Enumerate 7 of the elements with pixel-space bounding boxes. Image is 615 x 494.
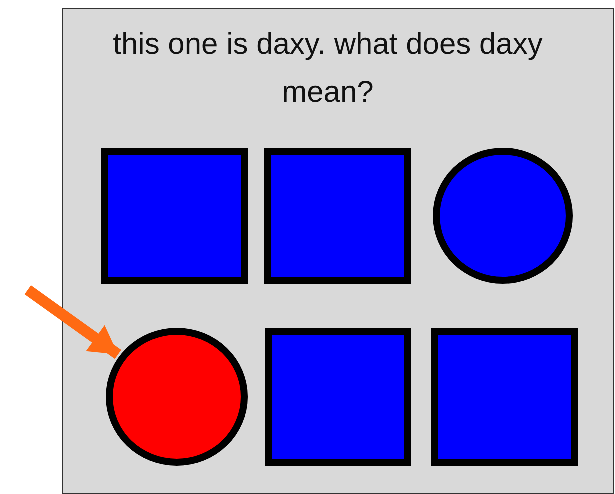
question-text: this one is daxy. what does daxy mean? (112, 27, 544, 111)
square-shape (265, 328, 411, 466)
square-shape (264, 148, 411, 284)
arrow (24, 286, 122, 360)
square-shape (101, 148, 248, 284)
card-panel (62, 8, 614, 494)
square-shape (431, 328, 578, 466)
